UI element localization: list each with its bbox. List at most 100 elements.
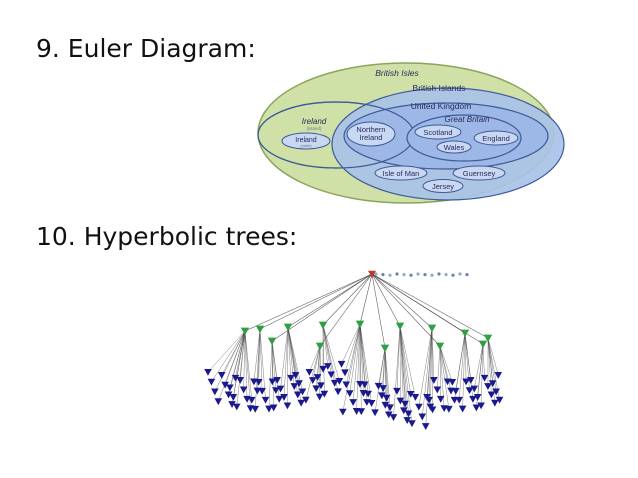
tree-edge	[224, 330, 246, 385]
tree-leaf-node	[451, 387, 460, 395]
british-islands-label: British Islands	[413, 83, 466, 93]
tree-edge	[359, 323, 362, 412]
tree-branch-node	[460, 329, 470, 338]
tree-edge	[309, 345, 321, 373]
tree-leaf-node	[393, 387, 401, 395]
tree-leaf-node	[265, 405, 273, 413]
hyperbolic-tree-heading: 10. Hyperbolic trees:	[36, 222, 298, 251]
tree-leaf-node	[423, 394, 431, 401]
tree-branch-node	[255, 325, 265, 334]
tree-edge	[431, 327, 433, 410]
tree-leaf-node	[254, 378, 263, 386]
tree-edge	[464, 332, 467, 382]
tree-leaf-node	[226, 384, 234, 392]
tree-leaf-node	[445, 405, 453, 413]
tree-leaf-node	[291, 372, 300, 379]
tree-edge	[287, 273, 373, 328]
tree-branch-node	[427, 324, 437, 333]
england-region	[473, 130, 519, 146]
tree-leaf-node	[404, 410, 413, 418]
tree-leaf-node	[436, 395, 445, 403]
tree-leaf-node	[272, 387, 280, 395]
tree-branch-node	[435, 342, 445, 351]
guernsey-label: Guernsey	[463, 169, 496, 178]
great-britain-label: Great Britain	[445, 115, 490, 124]
tree-leaf-node	[211, 388, 219, 396]
tree-edge	[418, 327, 433, 407]
tree-leaf-node	[217, 372, 226, 379]
tree-leaf-node	[448, 378, 457, 386]
tree-edge	[243, 330, 246, 390]
tree-top-node	[458, 272, 462, 276]
guernsey-region	[452, 165, 506, 181]
tree-edge	[396, 325, 401, 391]
tree-leaf-node	[204, 368, 212, 376]
tree-edge	[487, 337, 493, 384]
tree-branch-node	[315, 342, 325, 351]
tree-edge	[384, 347, 391, 408]
jersey-label: Jersey	[432, 182, 454, 191]
tree-leaf-node	[302, 396, 310, 404]
tree-edge	[255, 328, 261, 409]
tree-edge	[487, 337, 499, 376]
tree-edge	[378, 347, 386, 386]
tree-edge	[244, 330, 251, 409]
tree-edge	[259, 273, 373, 330]
ireland-island-sub-label: (island)	[307, 126, 322, 131]
tree-leaf-node	[467, 377, 475, 384]
tree-leaf-node	[403, 417, 412, 425]
tree-edge	[464, 332, 470, 391]
tree-top-node	[381, 273, 385, 277]
tree-branch-node	[478, 340, 488, 349]
tree-leaf-node	[472, 404, 481, 412]
tree-leaf-node	[207, 378, 216, 386]
tree-edge	[229, 330, 246, 388]
tree-leaf-node	[236, 377, 244, 384]
tree-edge	[480, 343, 484, 406]
wales-label: Wales	[444, 143, 465, 152]
tree-leaf-node	[327, 371, 336, 379]
tree-leaf-node	[295, 380, 303, 388]
tree-leaf-node	[415, 403, 423, 411]
tree-edge	[359, 273, 373, 325]
tree-top-node	[423, 273, 427, 277]
tree-branch-node	[318, 321, 328, 330]
tree-leaf-node	[339, 408, 347, 416]
tree-edge	[464, 332, 472, 381]
tree-edge	[371, 273, 441, 347]
tree-edge	[352, 323, 361, 403]
tree-edge	[458, 332, 466, 400]
tree-edge	[437, 345, 441, 390]
tree-edge	[346, 323, 361, 385]
tree-leaf-node	[229, 394, 238, 401]
tree-leaf-node	[469, 395, 477, 403]
ireland-state-label: Ireland	[295, 137, 317, 144]
tree-leaf-node	[462, 378, 470, 386]
tree-leaf-node	[488, 380, 497, 388]
tree-leaf-node	[421, 423, 430, 431]
tree-leaf-node	[357, 408, 366, 416]
tree-edge	[244, 273, 373, 332]
tree-leaf-node	[276, 385, 285, 393]
tree-leaf-node	[315, 393, 324, 401]
tree-leaf-node	[337, 360, 346, 368]
tree-branch-node	[267, 337, 277, 346]
tree-edge	[399, 325, 409, 414]
tree-leaf-node	[406, 390, 415, 398]
tree-leaf-node	[221, 381, 229, 389]
tree-top-node	[416, 272, 420, 276]
jersey-region	[422, 179, 464, 193]
tree-edge	[359, 323, 372, 404]
tree-edge	[221, 330, 246, 376]
tree-leaf-node	[349, 399, 357, 406]
tree-leaf-node	[298, 388, 307, 396]
tree-edge	[322, 324, 332, 375]
tree-leaf-node	[258, 387, 266, 395]
ireland-state-region	[281, 132, 331, 150]
tree-edge	[428, 327, 433, 400]
tree-leaf-node	[232, 403, 241, 411]
tree-edge	[393, 325, 401, 418]
tree-edge	[439, 345, 452, 391]
tree-edge	[342, 323, 361, 412]
tree-leaf-node	[473, 394, 482, 401]
